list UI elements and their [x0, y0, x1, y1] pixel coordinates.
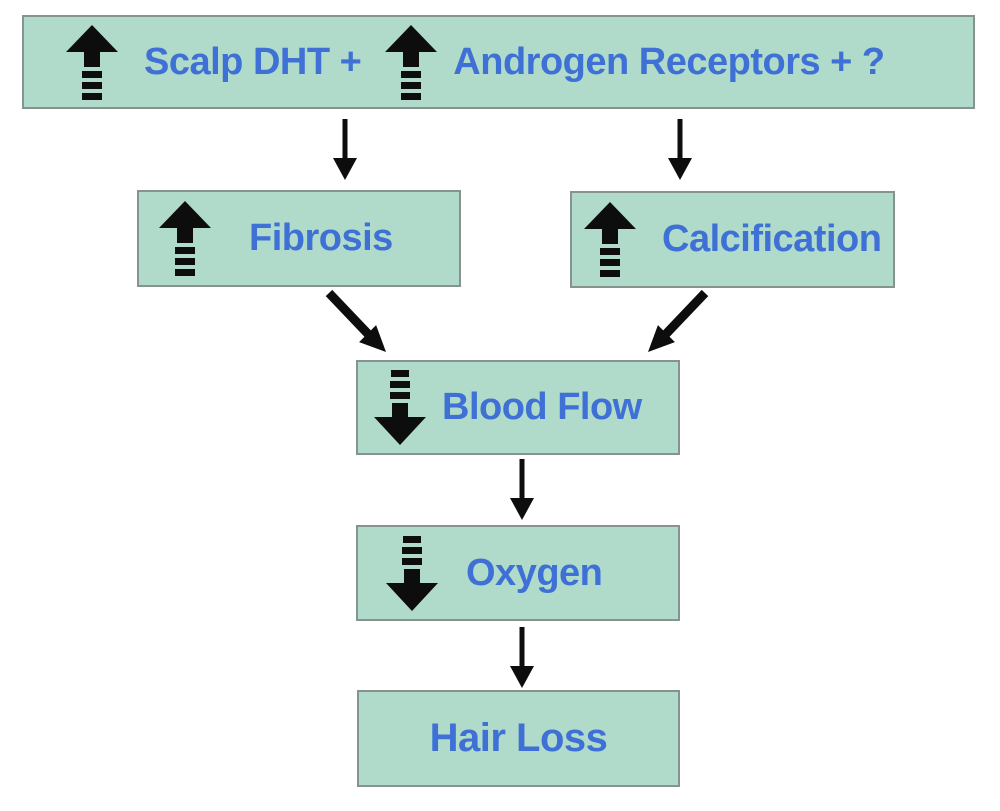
- node-label-hair-loss: Hair Loss: [429, 716, 608, 760]
- increase-arrow-icon: [159, 201, 211, 276]
- node-label-oxygen: Oxygen: [466, 551, 603, 594]
- increase-arrow-icon: [385, 24, 438, 100]
- flow-arrow-down-to-hairloss-icon: [510, 627, 534, 688]
- flow-arrow-diagonal-calcification-to-bloodflow-icon: [636, 288, 712, 358]
- flow-arrow-down-to-fibrosis-icon: [333, 119, 357, 180]
- node-hair-loss: Hair Loss: [357, 690, 680, 787]
- decrease-arrow-icon: [374, 370, 426, 445]
- increase-arrow-icon: [584, 202, 636, 277]
- node-label-blood-flow: Blood Flow: [442, 386, 642, 428]
- node-label-androgen-receptors: Androgen Receptors + ?: [453, 40, 885, 83]
- flow-arrow-diagonal-fibrosis-to-bloodflow-icon: [322, 288, 398, 358]
- node-label-calcification: Calcification: [662, 218, 882, 260]
- node-calcification: Calcification: [570, 191, 895, 288]
- node-fibrosis: Fibrosis: [137, 190, 461, 287]
- decrease-arrow-icon: [386, 535, 438, 611]
- flow-arrow-down-to-calcification-icon: [668, 119, 692, 180]
- node-label-scalp-dht: Scalp DHT +: [144, 40, 362, 83]
- node-label-fibrosis: Fibrosis: [249, 217, 393, 259]
- flow-arrow-down-to-oxygen-icon: [510, 459, 534, 520]
- node-scalp-dht-androgen-receptors: Scalp DHT + Androgen Receptors + ?: [22, 15, 975, 109]
- node-blood-flow: Blood Flow: [356, 360, 680, 455]
- increase-arrow-icon: [66, 24, 118, 100]
- node-oxygen: Oxygen: [356, 525, 680, 621]
